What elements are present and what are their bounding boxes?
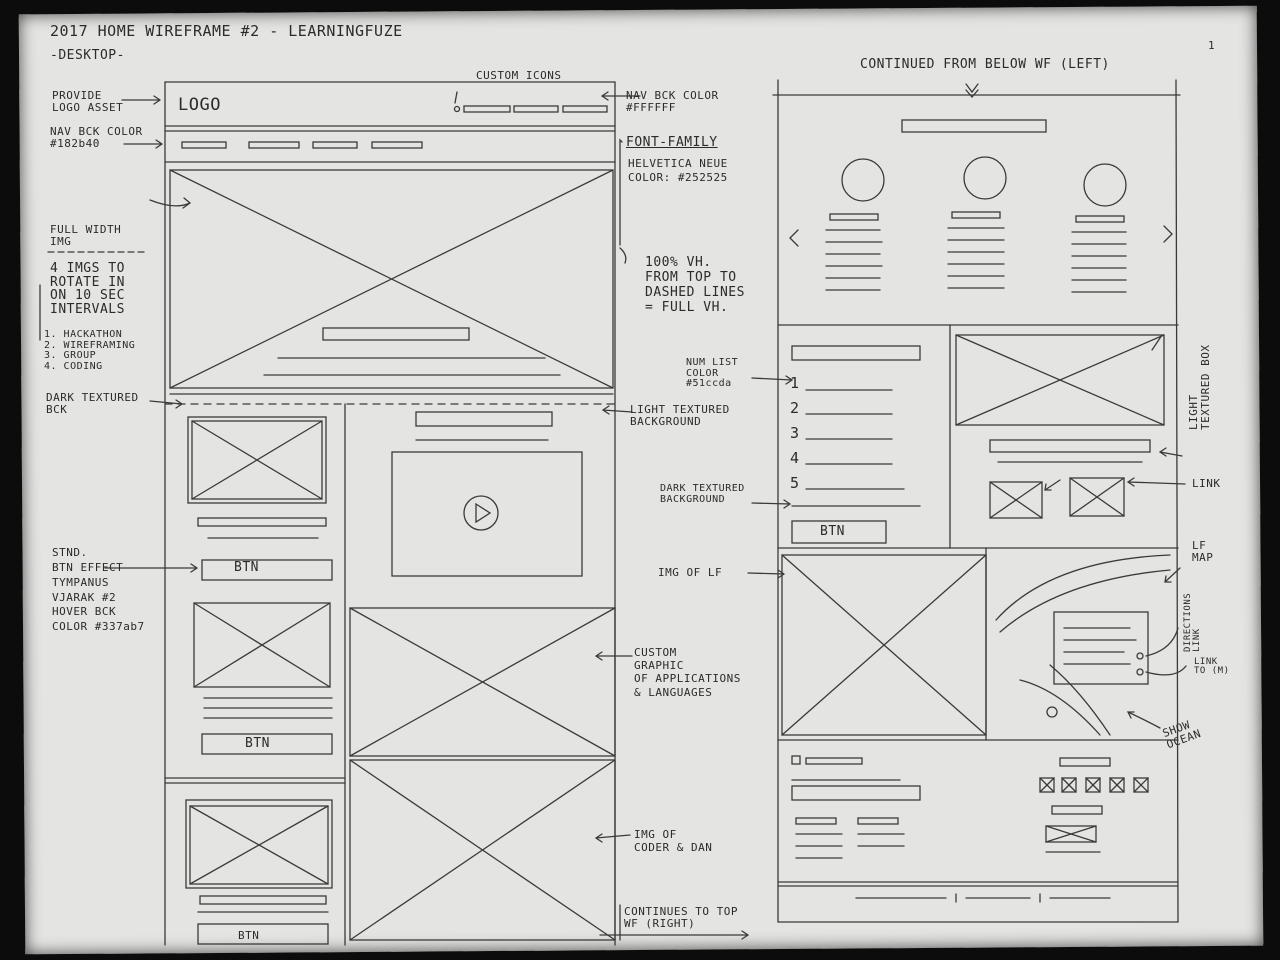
note-nav-color-dark: NAV BCK COLOR #182b40 bbox=[50, 125, 143, 150]
page-subtitle: -DESKTOP- bbox=[50, 48, 125, 63]
note-custom-graphic: CUSTOM GRAPHIC OF APPLICATIONS & LANGUAG… bbox=[634, 646, 741, 699]
note-custom-icons: CUSTOM ICONS bbox=[476, 69, 562, 82]
secondary-nav-bar bbox=[164, 141, 616, 163]
right-wireframe-frame bbox=[772, 79, 1181, 923]
num-list-item-3: 3 bbox=[790, 424, 800, 442]
numbered-list-section bbox=[777, 324, 1179, 549]
btn-label-right: BTN bbox=[820, 524, 845, 539]
hero-image-placeholder bbox=[169, 169, 614, 389]
num-list-item-2: 2 bbox=[790, 399, 800, 417]
right-annotation-arrows bbox=[747, 334, 1187, 729]
note-rotate-list: 1. HACKATHON 2. WIREFRAMING 3. GROUP 4. … bbox=[44, 329, 136, 372]
map-section bbox=[777, 547, 1179, 741]
note-img-of-lf: IMG OF LF bbox=[658, 566, 723, 579]
note-full-width-img: FULL WIDTH IMG bbox=[50, 223, 122, 248]
note-img-coder: IMG OF CODER & DAN bbox=[634, 828, 713, 855]
btn-label-2: BTN bbox=[245, 736, 270, 751]
note-directions-link: DIRECTIONS LINK bbox=[1183, 592, 1203, 652]
note-full-vh: 100% VH. FROM TOP TO DASHED LINES = FULL… bbox=[645, 255, 745, 315]
logo-placeholder: LOGO bbox=[178, 95, 221, 115]
note-rotate-imgs: 4 IMGS TO ROTATE IN ON 10 SEC INTERVALS bbox=[50, 261, 125, 317]
custom-graphic-placeholder bbox=[349, 607, 616, 757]
left-wireframe-frame bbox=[164, 81, 616, 946]
testimonial-carousel bbox=[777, 119, 1179, 326]
footer-section bbox=[777, 755, 1179, 903]
note-lf-map: LF MAP bbox=[1192, 539, 1214, 564]
note-nav-color-light: NAV BCK COLOR #FFFFFF bbox=[626, 89, 719, 114]
note-font-family-heading: FONT-FAMILY bbox=[626, 135, 718, 150]
num-list-item-1: 1 bbox=[790, 374, 800, 392]
note-provide-logo: PROVIDE LOGO ASSET bbox=[52, 89, 124, 114]
note-font-family-value: HELVETICA NEUE COLOR: #252525 bbox=[628, 157, 728, 185]
note-num-list-color: NUM LIST COLOR #51ccda bbox=[686, 357, 739, 389]
page-number: 1 bbox=[1208, 39, 1216, 52]
num-list-item-4: 4 bbox=[790, 449, 800, 467]
note-link: LINK bbox=[1192, 477, 1221, 490]
coder-image-placeholder bbox=[349, 759, 616, 941]
note-continues-to-top: CONTINUES TO TOP WF (RIGHT) bbox=[624, 905, 738, 930]
note-dark-textured: DARK TEXTURED BCK bbox=[46, 391, 139, 416]
note-dark-textured-bg: DARK TEXTURED BACKGROUND bbox=[660, 483, 745, 505]
num-list-item-5: 5 bbox=[790, 474, 800, 492]
left-column-divider bbox=[164, 403, 346, 946]
note-continued-from-below: CONTINUED FROM BELOW WF (LEFT) bbox=[860, 57, 1110, 72]
full-vh-dashed-line bbox=[164, 393, 616, 405]
note-link-to-m: LINK TO (M) bbox=[1194, 657, 1230, 677]
card-3 bbox=[185, 799, 333, 945]
note-light-textured: LIGHT TEXTURED BACKGROUND bbox=[630, 403, 730, 428]
card-1 bbox=[187, 416, 333, 581]
page-title: 2017 HOME WIREFRAME #2 - LEARNINGFUZE bbox=[50, 22, 403, 40]
btn-label-3: BTN bbox=[238, 929, 260, 942]
video-block bbox=[391, 411, 583, 577]
card-2 bbox=[193, 602, 333, 755]
note-btn-effect: STND. BTN EFFECT TYMPANUS VJARAK #2 HOVE… bbox=[52, 546, 145, 634]
note-light-textured-box: LIGHT TEXTURED BOX bbox=[1187, 344, 1212, 430]
btn-label-1: BTN bbox=[234, 560, 259, 575]
left-annotation-arrows bbox=[39, 91, 750, 941]
top-nav-bar bbox=[164, 105, 616, 132]
